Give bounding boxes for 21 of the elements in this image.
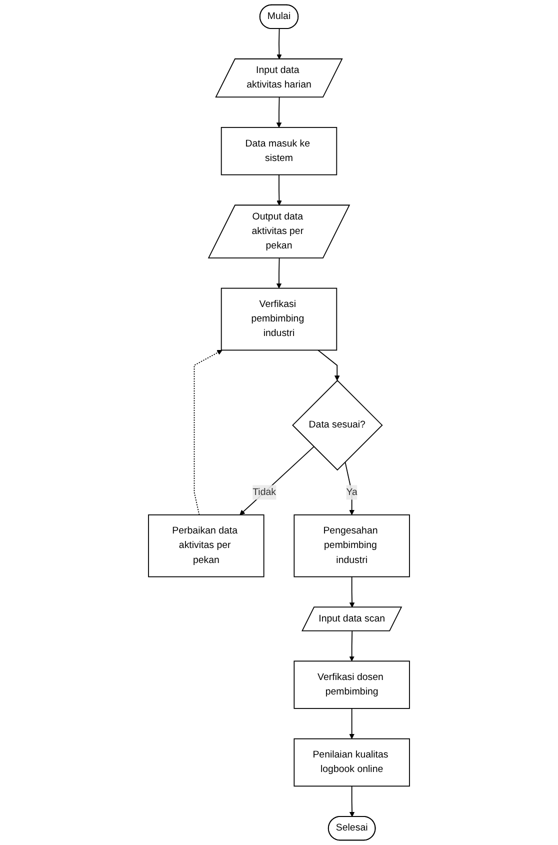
arrow xyxy=(344,461,354,516)
edge-label: Ya xyxy=(346,486,358,498)
node-box: Penilaian kualitas logbook online xyxy=(294,738,410,787)
arrow xyxy=(276,258,282,288)
arrow xyxy=(349,786,355,818)
arrow xyxy=(276,174,282,206)
node-box: Perbaikan data aktivitas per pekan xyxy=(148,514,264,578)
node-box: Verfikasi pembimbing industri xyxy=(220,288,338,351)
arrow xyxy=(276,96,282,128)
arrow xyxy=(318,350,340,381)
node-box: Verfikasi dosen pembimbing xyxy=(294,660,410,709)
arrow xyxy=(349,630,354,662)
edge-label: Tidak xyxy=(252,486,276,498)
node-box: Data masuk ke sistem xyxy=(220,127,338,176)
arrow xyxy=(349,576,355,608)
arrow xyxy=(240,446,314,516)
node-diamond: Data sesuai? xyxy=(292,380,383,471)
node-box: Pengesahan pembimbing industri xyxy=(294,514,410,578)
arrow xyxy=(276,28,282,60)
arrow xyxy=(349,708,354,740)
arrow xyxy=(194,350,222,516)
